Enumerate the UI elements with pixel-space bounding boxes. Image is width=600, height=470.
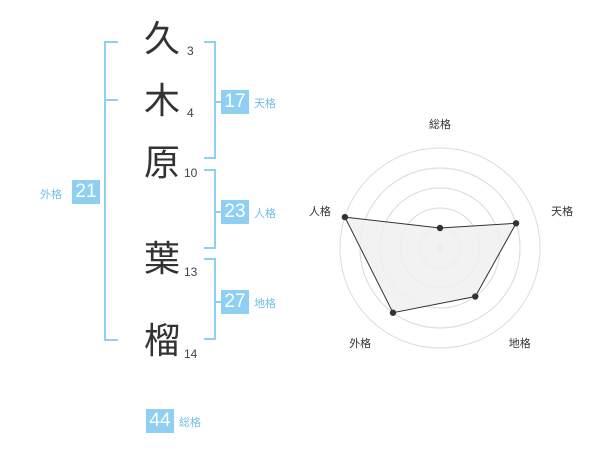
tenkaku-bracket-tick (214, 101, 222, 103)
tenkaku-bracket (204, 41, 216, 159)
stroke-count-2: 4 (187, 106, 194, 120)
chikaku-bracket (204, 258, 216, 340)
gaikaku-value-badge: 21 (72, 180, 100, 204)
name-character-3: 原 (143, 143, 180, 184)
name-character-2: 木 (143, 81, 180, 122)
radar-point-4 (389, 309, 397, 316)
name-character-4: 葉 (143, 239, 180, 280)
stroke-count-4: 13 (184, 265, 198, 279)
jinkaku-value-badge: 23 (221, 200, 249, 224)
gaikaku-bracket (104, 41, 118, 341)
radar-point-5 (341, 213, 349, 221)
radar-point-3 (472, 293, 479, 300)
radar-axis-label-3: 地格 (509, 336, 531, 350)
gaikaku-bracket-tick (104, 99, 118, 101)
gaikaku-label: 外格 (40, 188, 62, 201)
name-character-1: 久 (143, 19, 180, 60)
radar-axis-label-5: 人格 (309, 204, 331, 218)
jinkaku-bracket (204, 169, 216, 249)
jinkaku-bracket-tick (214, 211, 222, 213)
soukaku-label: 総格 (179, 416, 201, 429)
radar-series (341, 213, 520, 316)
soukaku-value-badge: 44 (146, 409, 174, 433)
radar-axis-label-4: 外格 (349, 336, 371, 350)
chikaku-value-badge: 27 (221, 290, 249, 314)
radar-axis-label-1: 総格 (429, 117, 451, 131)
radar-point-2 (512, 220, 520, 227)
stroke-count-1: 3 (187, 44, 194, 58)
jinkaku-label: 人格 (254, 207, 276, 220)
chikaku-label: 地格 (254, 297, 276, 310)
name-character-5: 榴 (143, 321, 180, 362)
chikaku-bracket-tick (214, 301, 222, 303)
radar-point-1 (436, 224, 444, 232)
tenkaku-label: 天格 (254, 97, 276, 110)
stroke-count-5: 14 (184, 347, 198, 361)
stroke-count-3: 10 (184, 166, 198, 180)
radar-series-area (344, 216, 517, 314)
radar-axis-label-2: 天格 (551, 204, 573, 218)
tenkaku-value-badge: 17 (221, 90, 249, 114)
